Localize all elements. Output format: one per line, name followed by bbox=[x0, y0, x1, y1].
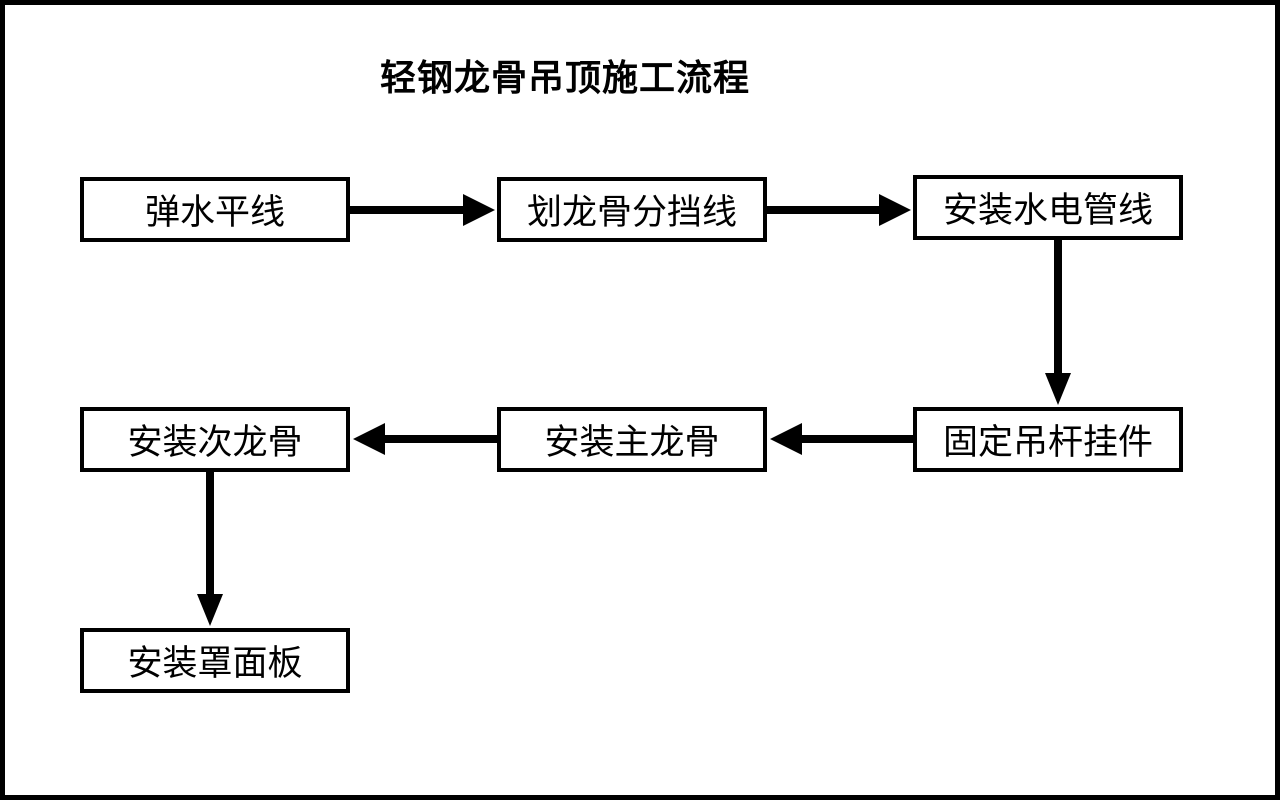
arrow-install-main-keel-to-install-secondary-keel bbox=[353, 423, 497, 455]
node-fix-hanger-parts: 固定吊杆挂件 bbox=[913, 407, 1183, 472]
diagram-title: 轻钢龙骨吊顶施工流程 bbox=[379, 58, 750, 99]
node-install-utility-lines: 安装水电管线 bbox=[913, 175, 1183, 240]
node-install-cover-panel: 安装罩面板 bbox=[80, 628, 350, 693]
arrow-snap-line-to-mark-keel-lines bbox=[350, 194, 495, 226]
arrow-install-utility-lines-to-fix-hanger-parts bbox=[1045, 240, 1071, 405]
arrow-mark-keel-lines-to-install-utility-lines bbox=[767, 194, 911, 226]
node-snap-level-line: 弹水平线 bbox=[80, 177, 350, 242]
node-mark-keel-division-lines: 划龙骨分挡线 bbox=[497, 177, 767, 242]
arrow-install-secondary-keel-to-install-cover-panel bbox=[197, 472, 223, 626]
node-install-main-keel: 安装主龙骨 bbox=[497, 407, 767, 472]
node-install-secondary-keel: 安装次龙骨 bbox=[80, 407, 350, 472]
arrow-fix-hanger-parts-to-install-main-keel bbox=[770, 423, 913, 455]
